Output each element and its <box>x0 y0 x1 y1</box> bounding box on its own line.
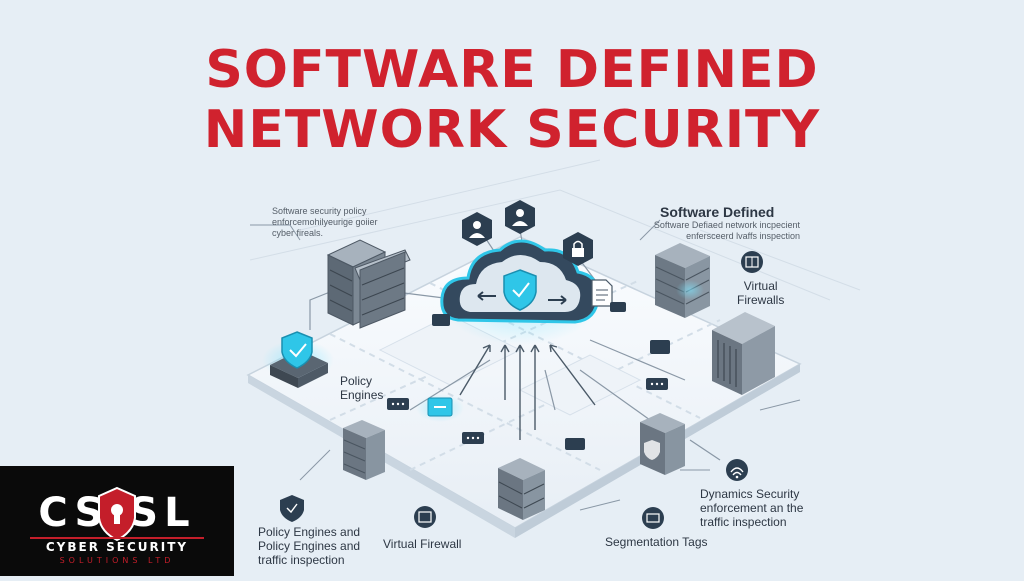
callout-top-right-body: Software Defiaed network incpecient enfe… <box>653 220 800 241</box>
background-grid <box>249 159 861 301</box>
label-virtual-firewall: Virtual Firewall <box>383 537 462 551</box>
admin-hexagon-icon <box>505 200 535 234</box>
logo-line-1: CYBER SECURITY <box>45 540 189 554</box>
title-line-2: NETWORK SECURITY <box>203 100 821 160</box>
front-firewall-icon <box>343 420 385 480</box>
label-policy-engines: Policy Engines <box>340 374 384 402</box>
tower-server-icon <box>712 312 775 395</box>
label-virtual-firewalls: Virtual Firewalls <box>737 279 785 307</box>
logo-line-2: SOLUTIONS LTD <box>59 556 175 565</box>
data-flow-arrows <box>459 344 596 440</box>
callout-top-right-heading: Software Defined <box>660 204 775 220</box>
company-logo: CS SL CYBER SECURITY SOLUTIONS LTD <box>0 466 234 576</box>
front-server-stack-icon <box>498 458 545 520</box>
brick-firewall-icon <box>655 243 710 318</box>
shield-firewall-icon <box>640 413 685 475</box>
label-segmentation-tags: Segmentation Tags <box>605 535 708 549</box>
bottom-firewall-icon <box>414 506 436 528</box>
callout-top-left: Software security policy enforcemohilyeu… <box>272 206 378 238</box>
user-hexagon-icon <box>462 212 492 246</box>
bottom-left-shield-icon <box>280 495 304 522</box>
label-bottom-policy: Policy Engines and Policy Engines and tr… <box>258 525 361 567</box>
title-line-1: SOFTWARE DEFINED <box>205 40 819 100</box>
chip-icons <box>387 302 670 450</box>
document-icon <box>591 279 613 307</box>
firewall-label-icon <box>741 251 763 273</box>
segmentation-tag-icon <box>642 507 664 529</box>
glowing-node-icon <box>416 394 464 422</box>
logo-graphic: CS SL <box>30 486 204 542</box>
cloud-security-icon <box>440 239 600 345</box>
lock-hexagon-icon <box>563 232 593 266</box>
glowing-shield-icon <box>262 331 334 388</box>
label-dynamic-security: Dynamics Security enforcement an the tra… <box>700 487 804 529</box>
wifi-signal-icon <box>726 459 748 481</box>
outer-arrows <box>250 219 801 511</box>
server-rack-icon <box>326 239 411 329</box>
